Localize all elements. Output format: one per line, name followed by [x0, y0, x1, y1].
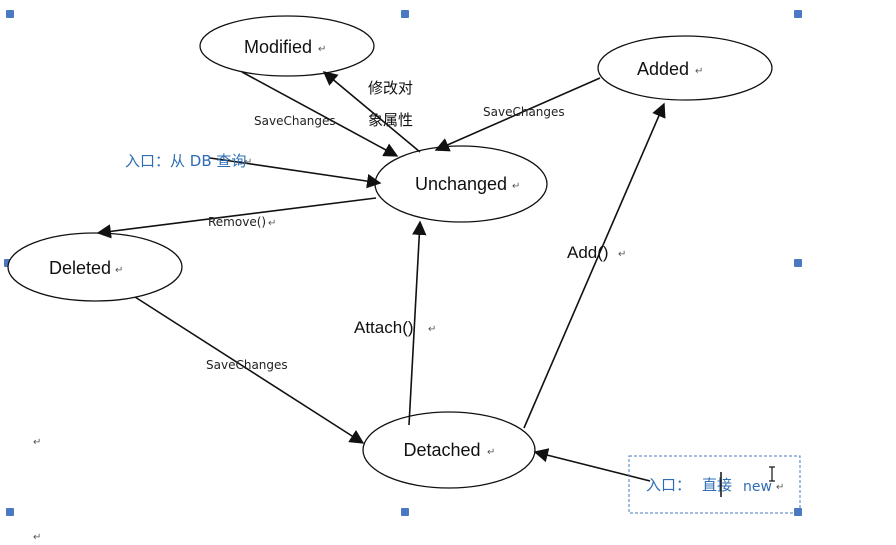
paragraph-mark: ↵ [318, 44, 326, 55]
label-deleted-to-detached: SaveChanges [206, 358, 288, 372]
paragraph-mark: ↵ [115, 265, 123, 276]
selection-handle[interactable] [6, 508, 14, 516]
arrow-unchanged-to-modified [322, 71, 421, 153]
state-deleted[interactable]: Deleted ↵ [7, 232, 183, 302]
selection-handle[interactable] [794, 10, 802, 18]
label-modified-to-unchanged: SaveChanges [254, 114, 336, 128]
paragraph-mark: ↵ [512, 181, 520, 192]
selection-handle[interactable] [401, 10, 409, 18]
state-modified-label: Modified [244, 37, 312, 57]
paragraph-mark: ↵ [244, 157, 252, 168]
arrow-db-entry-to-unchanged [209, 157, 382, 189]
state-modified[interactable]: Modified ↵ [199, 15, 375, 77]
entry-new-textbox[interactable]: 入口： 直接 new ↵ [628, 455, 801, 514]
arrow-new-entry-to-detached [533, 448, 651, 482]
state-detached-label: Detached [403, 440, 480, 460]
label-added-to-unchanged: SaveChanges [483, 105, 565, 119]
paragraph-mark: ↵ [695, 66, 703, 77]
entry-new-keyword: new [743, 479, 772, 495]
label-unchanged-to-modified-line2: 象属性 [368, 111, 413, 129]
selection-handle[interactable] [794, 508, 802, 516]
selection-handle[interactable] [794, 259, 802, 267]
label-detached-to-added: Add() [567, 243, 609, 262]
state-deleted-label: Deleted [49, 258, 111, 278]
arrow-detached-to-unchanged [408, 220, 427, 426]
selection-handle[interactable] [6, 10, 14, 18]
paragraph-mark: ↵ [268, 218, 276, 229]
arrow-added-to-unchanged [434, 77, 601, 152]
state-detached[interactable]: Detached ↵ [362, 411, 536, 489]
paragraph-mark: ↵ [428, 324, 436, 335]
arrow-detached-to-added [523, 102, 666, 429]
entry-new-direct: 直接 [702, 476, 732, 494]
state-unchanged-label: Unchanged [415, 174, 507, 194]
paragraph-mark: ↵ [33, 437, 41, 448]
state-added[interactable]: Added ↵ [597, 35, 773, 101]
paragraph-mark: ↵ [618, 249, 626, 260]
entry-db-query-label: 入口：从 DB 查询 [125, 152, 246, 170]
selection-handle[interactable] [401, 508, 409, 516]
arrow-deleted-to-detached [134, 296, 365, 444]
arrow-modified-to-unchanged [241, 71, 399, 157]
paragraph-mark: ↵ [776, 482, 784, 493]
label-detached-to-unchanged: Attach() [354, 318, 414, 337]
ibeam-cursor-icon [769, 466, 775, 482]
label-unchanged-to-deleted: Remove() [208, 215, 266, 229]
state-unchanged[interactable]: Unchanged ↵ [374, 145, 548, 223]
paragraph-mark: ↵ [487, 447, 495, 458]
arrow-unchanged-to-deleted [96, 197, 377, 239]
state-added-label: Added [637, 59, 689, 79]
entry-new-prefix: 入口： [646, 476, 691, 494]
paragraph-mark: ↵ [33, 532, 41, 543]
label-unchanged-to-modified-line1: 修改对 [368, 79, 413, 97]
